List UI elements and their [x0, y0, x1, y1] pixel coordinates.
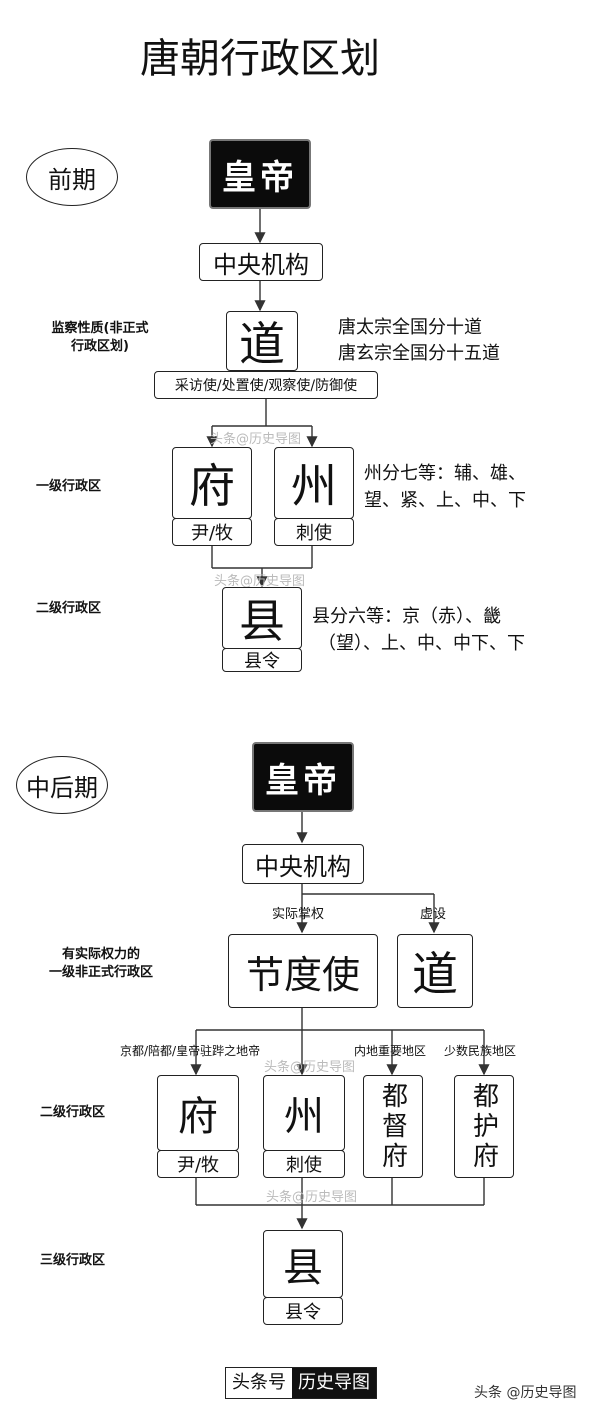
late-label-informal: 有实际权力的 一级非正式行政区	[48, 947, 153, 980]
watermark: 头条@历史导图	[264, 1060, 356, 1075]
watermark: 头条@历史导图	[214, 574, 306, 589]
late-duhufu-box: 都护府	[454, 1075, 514, 1178]
late-edge-real: 实际掌权	[272, 907, 325, 922]
late-label-level2: 二级行政区	[40, 1105, 106, 1120]
late-label-level3: 三级行政区	[40, 1253, 106, 1268]
page-title: 唐朝行政区划	[140, 36, 380, 82]
watermark: 头条@历史导图	[266, 1190, 358, 1205]
early-envoys-box: 采访使/处置使/观察使/防御使	[154, 371, 378, 399]
early-fu-official: 尹/牧	[172, 518, 252, 546]
early-zhou-note-1: 州分七等：辅、雄、	[364, 463, 526, 484]
late-fu-box: 府	[157, 1075, 239, 1151]
early-dao-note-1: 唐太宗全国分十道	[338, 317, 482, 338]
late-edge-inland: 内地重要地区	[354, 1044, 427, 1058]
late-xian-official: 县令	[263, 1297, 343, 1325]
early-xian-note-1: 县分六等：京（赤）、畿	[312, 606, 501, 627]
footer-brand-left: 头条号	[226, 1368, 292, 1398]
early-fu-box: 府	[172, 447, 252, 519]
period-late-badge: 中后期	[16, 756, 108, 814]
early-label-level2: 二级行政区	[36, 601, 102, 616]
early-xian-official: 县令	[222, 648, 302, 672]
late-dao-box: 道	[397, 934, 473, 1008]
early-label-level1: 一级行政区	[36, 479, 102, 494]
early-xian-box: 县	[222, 587, 302, 649]
late-fu-official: 尹/牧	[157, 1150, 239, 1178]
footer-brand: 头条号 历史导图	[225, 1367, 377, 1399]
late-zhou-official: 刺使	[263, 1150, 345, 1178]
late-edge-capitals: 京都/陪都/皇帝驻跸之地帝	[120, 1044, 261, 1058]
early-dao-note-2: 唐玄宗全国分十五道	[338, 343, 500, 364]
early-zhou-note-2: 望、紧、上、中、下	[364, 490, 526, 511]
late-dudufu-box: 都督府	[363, 1075, 423, 1178]
late-jiedushi-box: 节度使	[228, 934, 378, 1008]
early-label-supervision: 监察性质(非正式 行政区划)	[51, 321, 149, 354]
late-zhou-box: 州	[263, 1075, 345, 1151]
early-central-box: 中央机构	[199, 243, 323, 281]
early-emperor-box: 皇帝	[209, 139, 311, 209]
watermark: 头条@历史导图	[210, 432, 302, 447]
early-zhou-official: 刺使	[274, 518, 354, 546]
footer-brand-right: 历史导图	[292, 1368, 376, 1398]
late-emperor-box: 皇帝	[252, 742, 354, 812]
early-xian-note-2: （望）、上、中、中下、下	[318, 633, 525, 654]
period-early-badge: 前期	[26, 148, 118, 206]
footer-credit: 头条 @历史导图	[474, 1385, 577, 1401]
late-edge-nominal: 虚设	[420, 907, 447, 922]
late-central-box: 中央机构	[242, 844, 364, 884]
early-dao-box: 道	[226, 311, 298, 371]
late-xian-box: 县	[263, 1230, 343, 1298]
late-edge-minority: 少数民族地区	[444, 1044, 517, 1058]
early-zhou-box: 州	[274, 447, 354, 519]
